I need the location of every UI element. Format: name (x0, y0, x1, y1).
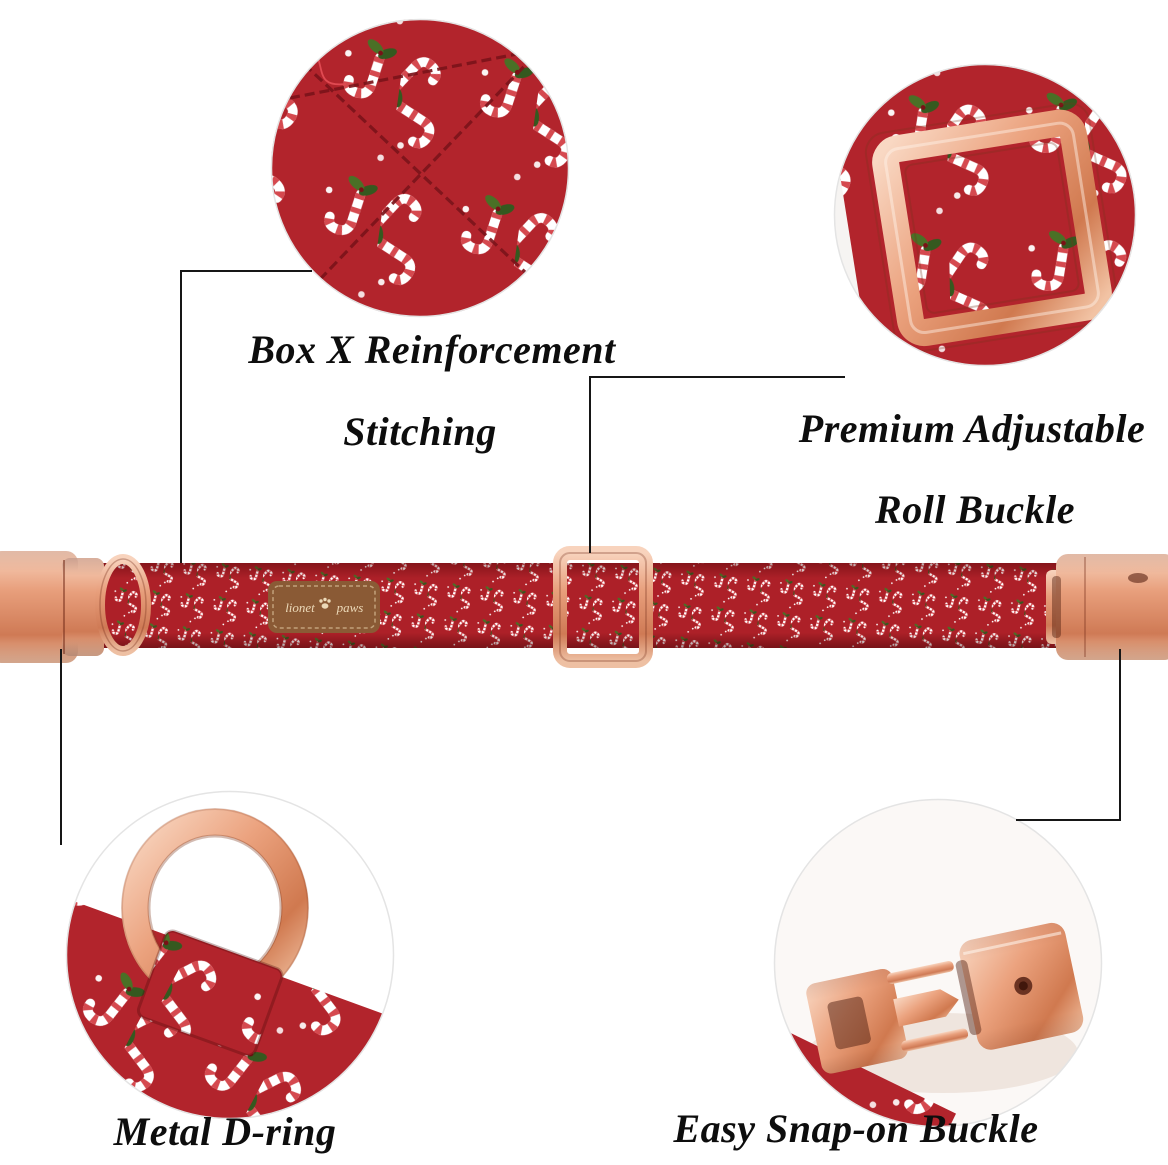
circle-edge (833, 63, 1137, 367)
brand-tag-text-left: lionet (285, 600, 315, 615)
label-box-x-line1: Box X Reinforcement (248, 327, 616, 372)
label-roll-buckle-line1: Premium Adjustable (798, 406, 1146, 451)
detail-circle-d-ring (65, 790, 395, 1120)
label-roll-buckle-line2: Roll Buckle (875, 487, 1075, 532)
circle-edge (65, 790, 395, 1120)
detail-circle-stitching (270, 18, 570, 318)
detail-circle-snap-buckle (773, 798, 1103, 1128)
paw-icon (319, 597, 331, 609)
snap-buckle-assembly (806, 922, 1084, 1074)
leader-line-roll-buckle-horizontal (589, 376, 845, 378)
dog-collar: lionet paws (0, 546, 1168, 668)
snap-buckle-female (955, 922, 1084, 1050)
leader-line-stitching-horizontal (180, 270, 312, 272)
label-snap-buckle: Easy Snap-on Buckle (673, 1106, 1039, 1151)
circle-edge (270, 18, 570, 318)
leader-line-snap-buckle-horizontal (1016, 819, 1121, 821)
circle-edge (773, 798, 1103, 1128)
fabric-loop (136, 929, 284, 1057)
brand-tag-text-right: paws (336, 600, 364, 615)
label-d-ring: Metal D-ring (113, 1109, 337, 1154)
fabric-strap (66, 877, 394, 1119)
snap-buckle-male (806, 961, 969, 1074)
buckle-male-end (0, 551, 104, 663)
leader-line-roll-buckle-vertical (589, 376, 591, 553)
buckle-female-end (1046, 554, 1168, 660)
leader-line-snap-buckle-vertical (1119, 649, 1121, 821)
roll-buckle-frame (864, 102, 1120, 354)
box-x-stitch-threads (289, 46, 549, 296)
collar-strap (82, 563, 1062, 648)
label-box-x-line2: Stitching (343, 409, 497, 454)
detail-circle-roll-buckle (833, 63, 1137, 367)
leader-line-d-ring-vertical (60, 649, 62, 845)
collar-d-ring (95, 554, 151, 656)
brand-tag: lionet paws (268, 581, 380, 633)
leader-line-stitching-vertical (180, 270, 182, 563)
adjuster-slider (553, 546, 653, 668)
